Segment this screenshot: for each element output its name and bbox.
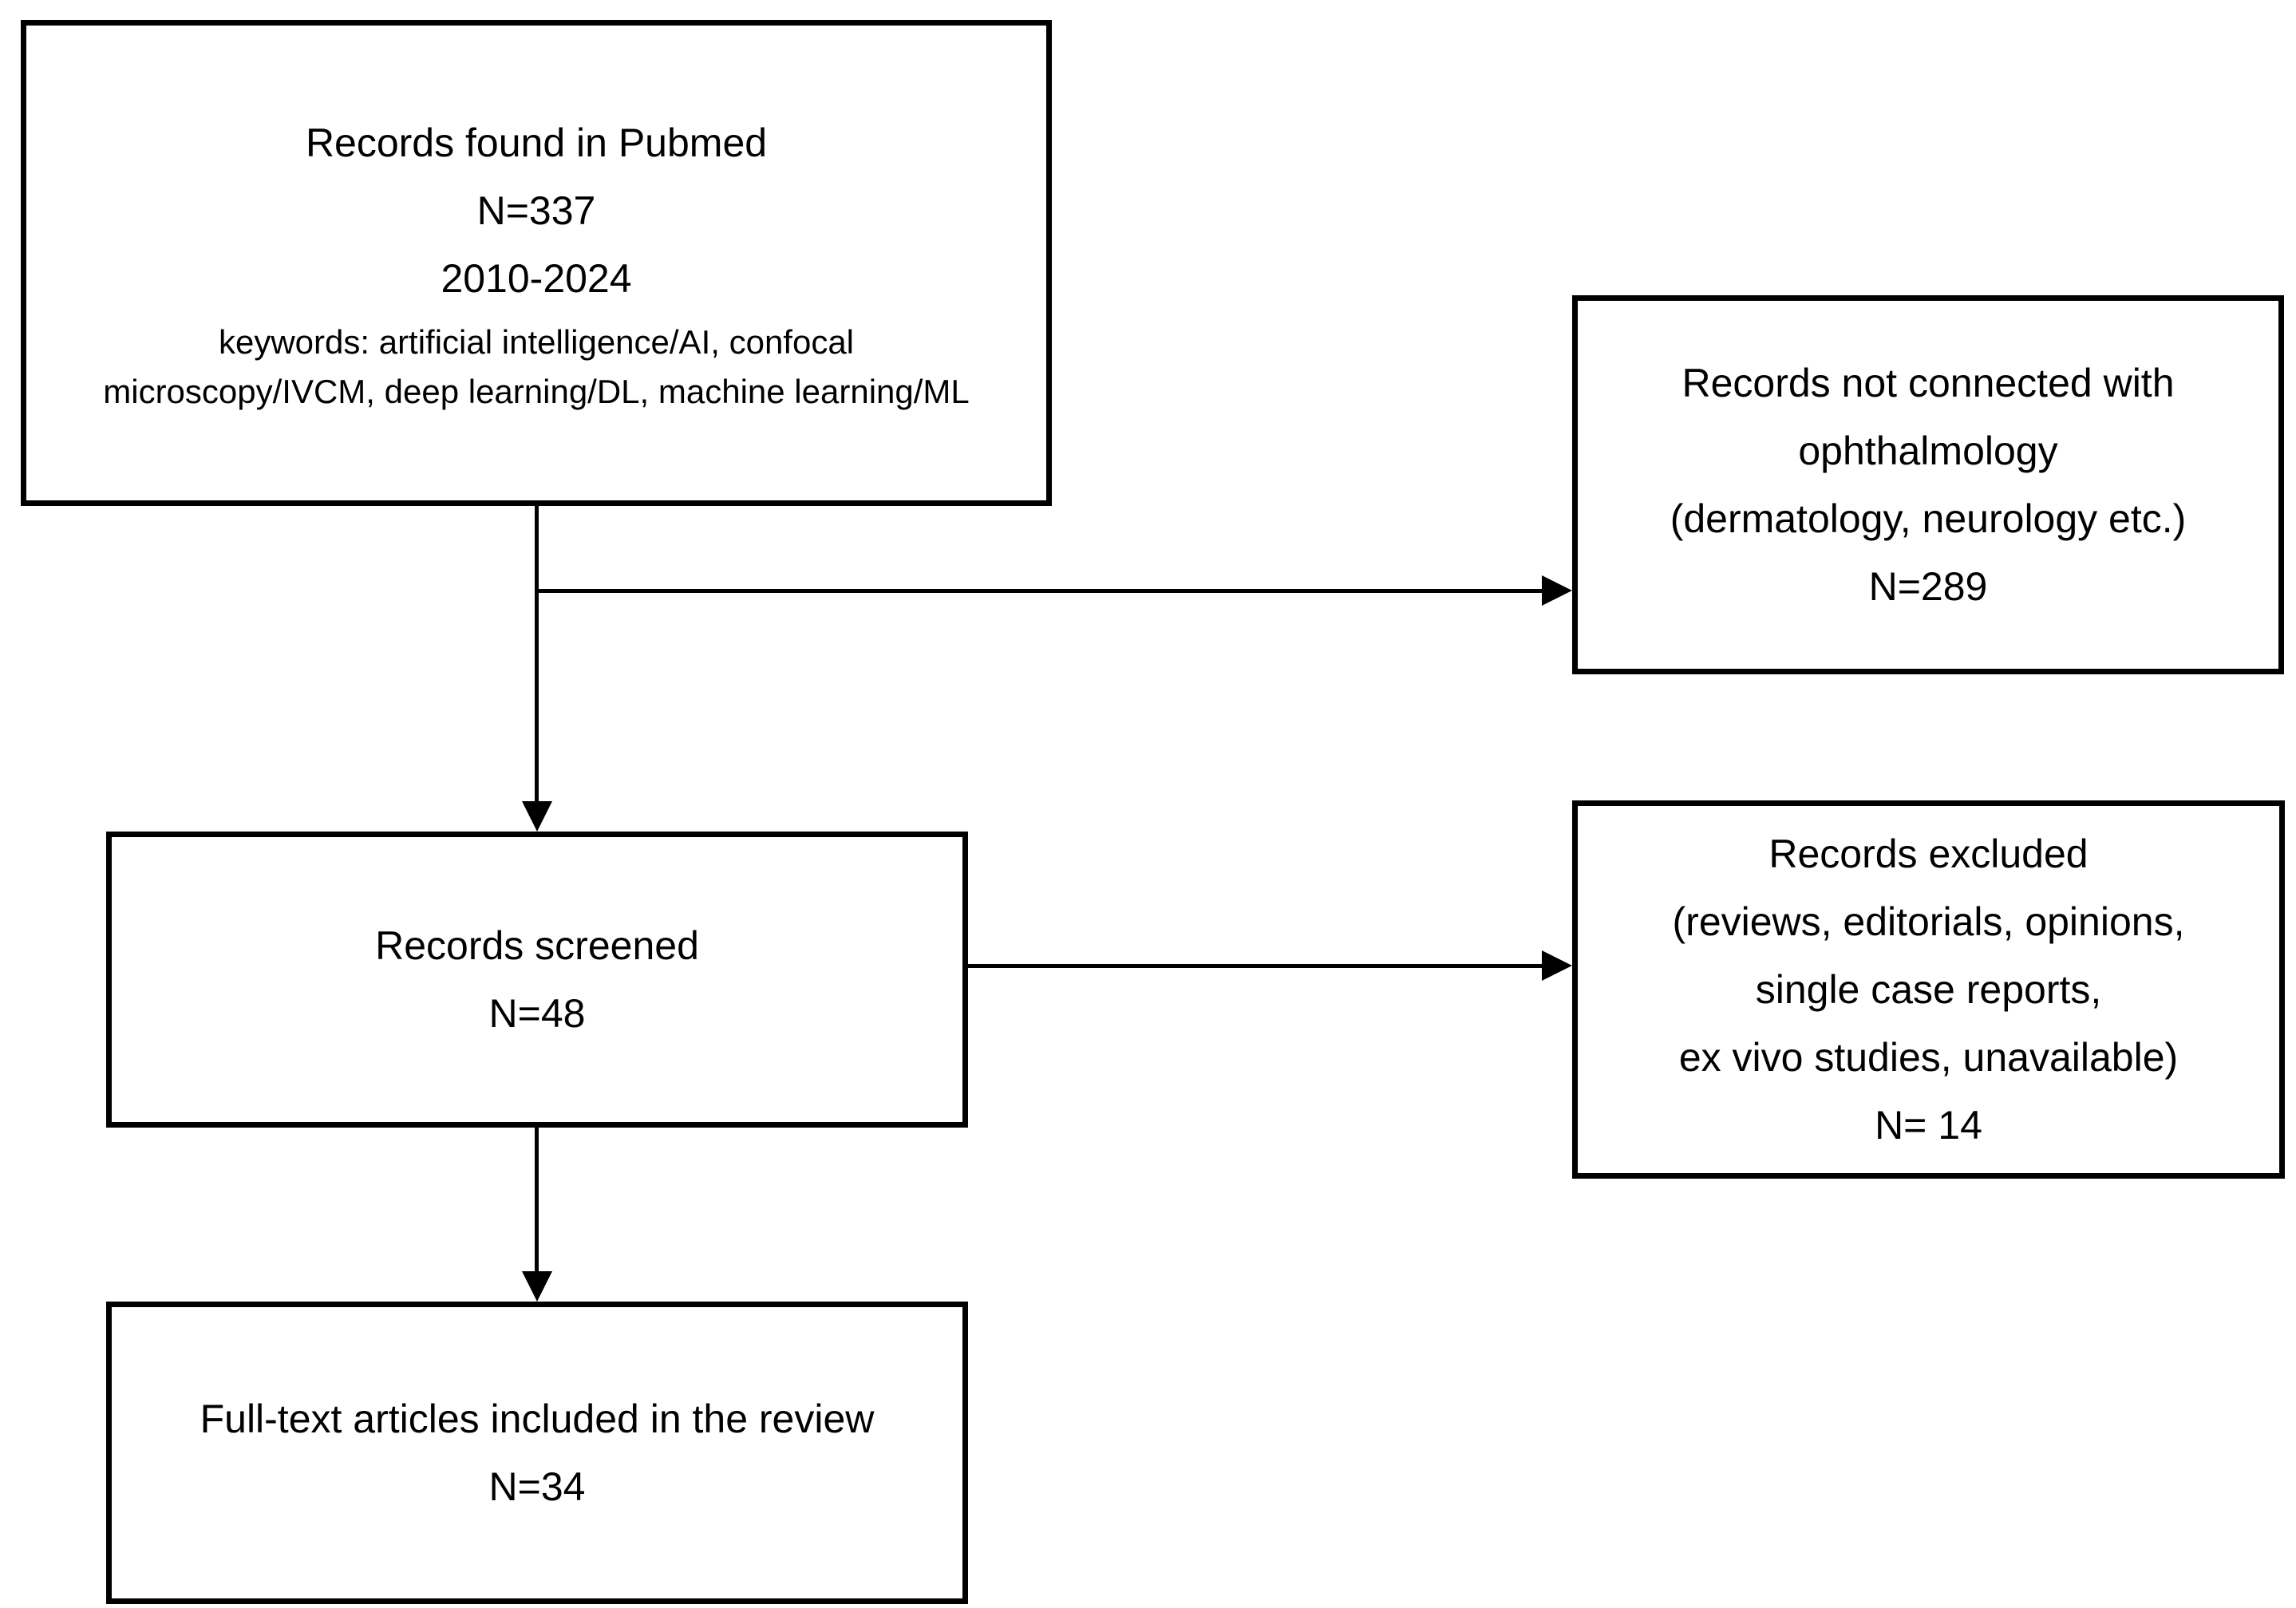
box-records-screened: Records screened N=48 (106, 832, 968, 1128)
not-ophthalmology-count: N=289 (1868, 563, 1988, 609)
records-found-title: Records found in Pubmed (305, 121, 768, 165)
records-found-count: N=337 (476, 188, 596, 233)
records-found-keywords: keywords: artificial intelligence/AI, co… (26, 318, 1046, 417)
box-records-not-ophthalmology-text: Records not connected with ophthalmology… (1578, 350, 2278, 621)
arrowhead-down-icon (522, 1271, 552, 1302)
records-screened-title: Records screened (375, 923, 699, 968)
box-records-found-text: Records found in Pubmed N=337 2010-2024 … (26, 109, 1046, 417)
fulltext-included-title: Full-text articles included in the revie… (200, 1396, 875, 1441)
records-excluded-title: Records excluded (1768, 831, 2089, 876)
records-excluded-line-2: (reviews, editorials, opinions, (1672, 899, 2185, 944)
fulltext-included-count: N=34 (488, 1464, 586, 1509)
connector-screened-to-excluded (968, 964, 1543, 968)
box-fulltext-included: Full-text articles included in the revie… (106, 1302, 968, 1604)
keywords-line-1: keywords: artificial intelligence/AI, co… (218, 323, 855, 361)
keywords-line-2: microscopy/IVCM, deep learning/DL, machi… (103, 373, 970, 410)
not-ophthalmology-line-2: ophthalmology (1798, 428, 2058, 473)
records-excluded-line-3: single case reports, (1755, 966, 2102, 1012)
arrowhead-down-icon (522, 801, 552, 832)
records-screened-count: N=48 (488, 990, 586, 1036)
connector-branch-to-not-ophthalmology (537, 589, 1543, 593)
box-records-excluded-text: Records excluded (reviews, editorials, o… (1578, 820, 2279, 1160)
not-ophthalmology-line-3: (dermatology, neurology etc.) (1670, 496, 2187, 541)
records-excluded-count: N= 14 (1875, 1102, 1982, 1148)
box-records-excluded: Records excluded (reviews, editorials, o… (1572, 800, 2285, 1179)
box-records-found-pubmed: Records found in Pubmed N=337 2010-2024 … (21, 20, 1052, 506)
arrowhead-right-icon (1542, 575, 1572, 606)
box-fulltext-included-text: Full-text articles included in the revie… (112, 1385, 962, 1521)
box-records-screened-text: Records screened N=48 (112, 912, 962, 1048)
connector-screened-to-included (535, 1128, 539, 1273)
records-excluded-line-4: ex vivo studies, unavailable) (1678, 1034, 2179, 1080)
box-records-not-ophthalmology: Records not connected with ophthalmology… (1572, 295, 2284, 674)
records-found-years: 2010-2024 (441, 256, 632, 301)
not-ophthalmology-line-1: Records not connected with (1681, 360, 2175, 405)
arrowhead-right-icon (1542, 950, 1572, 981)
connector-pubmed-to-screened (535, 506, 539, 803)
